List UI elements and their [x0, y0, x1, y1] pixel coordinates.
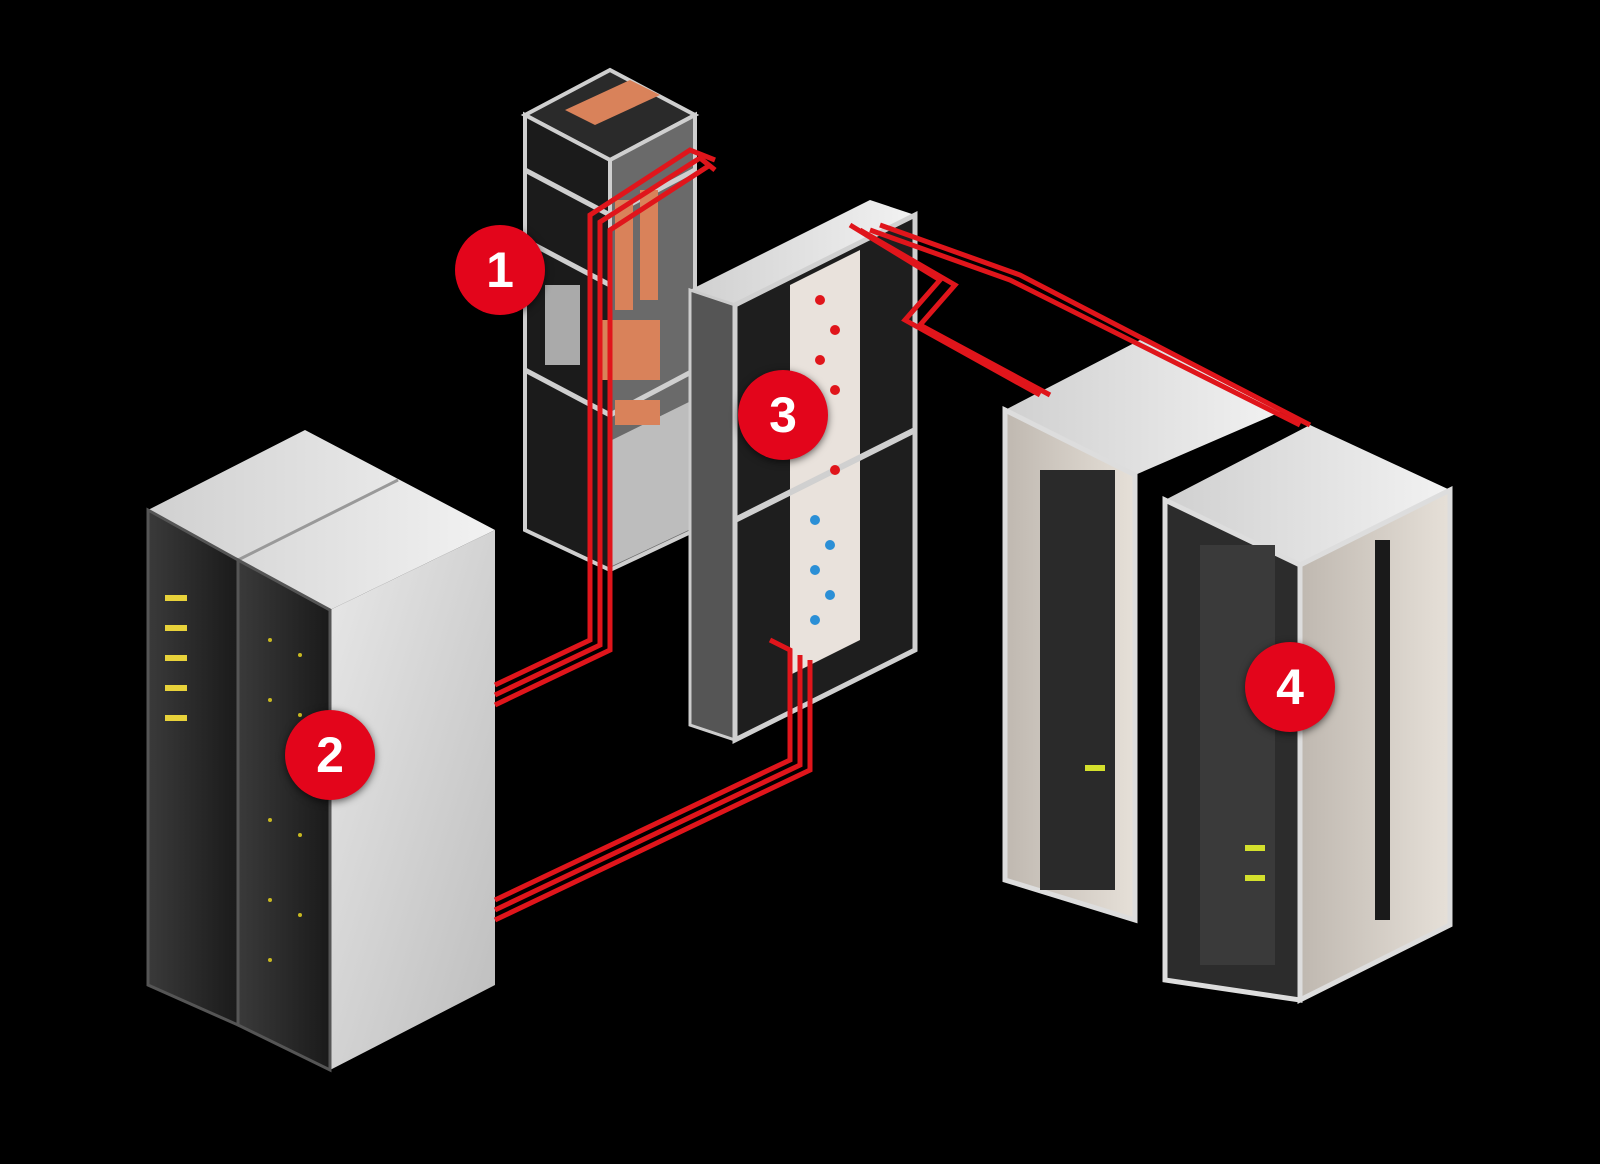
power-distribution-cabinet: [688, 200, 918, 745]
server-indicators: [1085, 765, 1265, 881]
servers-left: [1040, 470, 1115, 890]
battery-modules: [268, 638, 302, 962]
ups-modules: [165, 595, 187, 721]
marker-2: 2: [285, 710, 375, 800]
copper-busbars: [565, 80, 660, 425]
circuit-breaker: [545, 285, 580, 365]
power-cables: [493, 147, 1312, 923]
breakers-blue: [810, 515, 835, 625]
marker-1: 1: [455, 225, 545, 315]
marker-3: 3: [738, 370, 828, 460]
ups-cabinet-pair: [146, 430, 495, 1073]
servers-right: [1200, 545, 1275, 965]
marker-4: 4: [1245, 642, 1335, 732]
pdu-strip: [1375, 540, 1390, 920]
server-rack-pair: [1002, 340, 1453, 1005]
